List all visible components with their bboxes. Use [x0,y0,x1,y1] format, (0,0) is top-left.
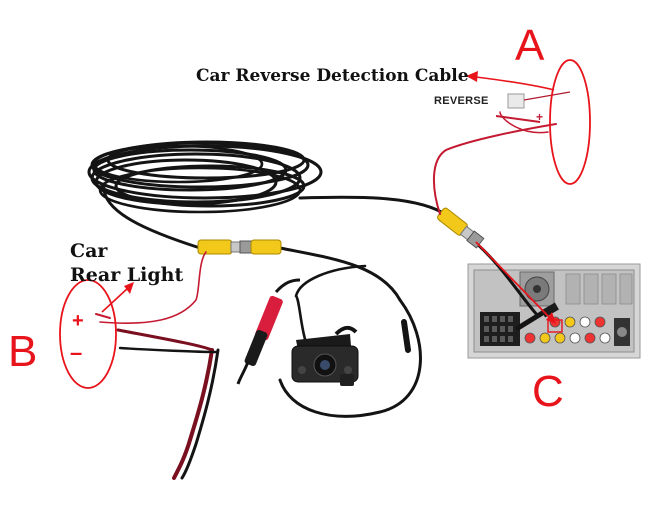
positive-terminal-label: + [72,310,84,332]
rca-connector-icon [197,207,485,255]
arrow-icon [475,241,556,324]
car-label: Car [70,240,108,262]
point-b-label: B [8,327,38,376]
reverse-positive-label: + [536,110,544,124]
head-unit-icon [467,263,641,359]
arrow-icon [466,71,555,91]
callout-ellipse-b [59,279,117,389]
reverse-detection-cable-label: Car Reverse Detection Cable [196,66,469,86]
point-a-label: A [515,21,545,70]
rear-light-label: Rear Light [70,264,184,286]
power-plug-icon [236,278,301,385]
arrow-icon [101,282,134,313]
callout-ellipse-a [549,59,591,185]
camera-icon [291,325,359,386]
reverse-tag-label: REVERSE [434,95,489,107]
negative-terminal-label: – [70,340,83,365]
reverse-connector [495,91,571,123]
power-wire [95,111,557,480]
point-c-label: C [532,367,564,416]
